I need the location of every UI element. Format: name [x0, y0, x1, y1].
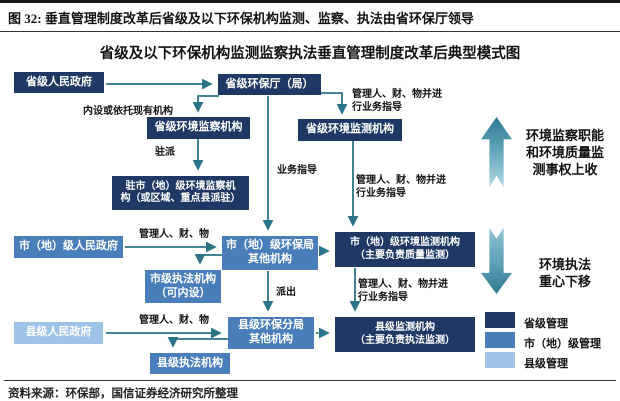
edge-label-internal-or-existing: 内设或依托现有机构: [83, 106, 173, 117]
legend-label-province: 省级管理: [524, 318, 568, 330]
node-city-epb-other: 市（地）级环保局 其他机构: [222, 236, 318, 270]
node-county-government: 县级人民政府: [14, 322, 103, 344]
edge-provepb-to-provinspect: [192, 95, 219, 113]
figure-title: 图 32: 垂直管理制度改革后省级及以下环保机构监测、监察、执法由省环保厅领导: [8, 11, 474, 26]
node-county-monitoring: 县级监测机构 （主要负责执法监测）: [335, 317, 475, 352]
legend-swatch-province: [485, 312, 515, 328]
node-provincial-epb: 省级环保厅（局）: [218, 74, 321, 95]
source-note: 资料来源：环保部，国信证券经济研究所整理: [8, 388, 238, 400]
edge-label-manage-pfw-county: 管理人、财、物: [139, 315, 209, 326]
edge-label-manage-pfw-guide-2: 管理人、财、物并进 行业务指导: [356, 175, 446, 199]
edge-label-manage-pfw-city: 管理人、财、物: [139, 229, 209, 240]
edge-label-business-guidance: 业务指导: [277, 165, 317, 176]
edge-cityepb-to-cityenforce: [194, 254, 222, 265]
node-city-government: 市（地）级人民政府: [14, 236, 123, 258]
node-county-epb-branch: 县级环保分局 其他机构: [228, 317, 314, 349]
legend-swatch-county: [485, 352, 515, 368]
footer-divider: [4, 380, 616, 381]
edge-countyepb-to-countyenforce: [167, 337, 228, 348]
edge-provepb-to-provmonitor: [321, 92, 348, 115]
node-county-enforcement: 县级执法机构: [150, 353, 230, 374]
edge-label-manage-pfw-guide-1: 管理人、财、物并进 行业务指导: [352, 89, 442, 113]
edge-label-manage-pfw-guide-3: 管理人、财、物并进 行业务指导: [358, 279, 448, 303]
node-provincial-government: 省级人民政府: [14, 72, 104, 93]
node-city-monitoring: 市（地）级环境监测机构 （主要负责质量监测）: [335, 232, 475, 267]
diagram-title: 省级及以下环保机构监测监察执法垂直管理制度改革后典型模式图: [99, 46, 521, 62]
edge-label-dispatch: 派出: [276, 287, 296, 298]
node-stationed-city-inspection: 驻市（地）级环境监察机 构（或区域、重点县派驻）: [112, 176, 249, 210]
legend-swatch-city: [485, 332, 515, 348]
edge-label-stationed: 驻派: [155, 147, 175, 158]
annotation-enforcement-down: 环境执法 重心下移: [538, 257, 591, 289]
legend-label-city: 市（地）级管理: [524, 338, 601, 350]
node-city-enforcement: 市级执法机构 （可内设）: [145, 270, 221, 303]
annotation-powers-up: 环境监察职能 和环境质量监 测事权上收: [525, 128, 604, 177]
title-divider: [0, 31, 620, 32]
legend-label-county: 县级管理: [524, 358, 568, 370]
node-provincial-inspection: 省级环境监察机构: [147, 117, 250, 139]
node-provincial-monitoring: 省级环境监测机构: [298, 119, 402, 141]
top-border: [0, 0, 620, 3]
